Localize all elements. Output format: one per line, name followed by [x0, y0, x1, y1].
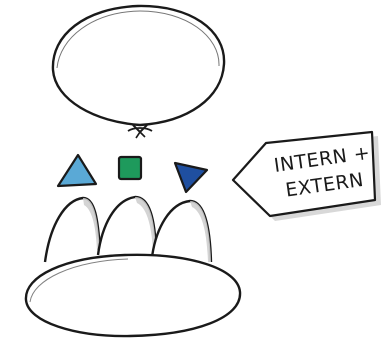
square-icon [119, 157, 141, 179]
balloon-icon [53, 6, 224, 138]
arrow-tag-icon: INTERN + EXTERN [233, 132, 381, 221]
arrow-triangle-icon [175, 163, 207, 192]
base-ellipse-icon [26, 255, 240, 336]
triangle-icon [58, 155, 96, 186]
crown-arches-icon [45, 197, 211, 262]
